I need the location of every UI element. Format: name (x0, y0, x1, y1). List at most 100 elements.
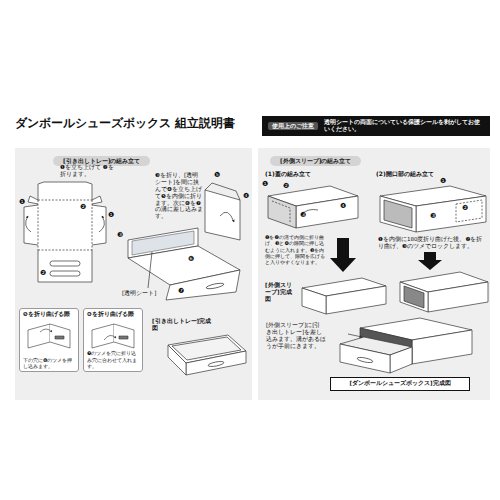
box-complete (340, 318, 472, 373)
callout-number: ❸ (430, 213, 436, 220)
step-arrow (330, 238, 356, 272)
callout-number: ❶ (19, 199, 25, 206)
tray-folding (166, 270, 240, 300)
sleeve-complete (302, 288, 326, 314)
tray-net (50, 261, 80, 266)
detail-box: ❻を折り曲げる際 ❼のツメを穴に折り込み穴に合わせて入れます。 (83, 308, 143, 372)
tray-net (92, 196, 102, 204)
tray-net (24, 182, 106, 282)
box-complete (357, 356, 373, 363)
step-note: [外側スリーブ]完成図 (265, 282, 297, 303)
tray-net (50, 271, 80, 276)
detail-sketch (28, 324, 134, 348)
callout-number: ❹ (243, 193, 249, 200)
box-heading: [ダンボールシューズボックス]完成図 (335, 380, 465, 387)
panel-ground (258, 148, 490, 400)
callout-number: ❷ (283, 183, 289, 190)
step-note: ❶を立ち上げて ❷を折ります。 (60, 164, 116, 178)
tray-folding (132, 231, 194, 255)
sleeve-opening (456, 200, 482, 222)
box-heading: [外側スリーブ]の組み立て (270, 156, 361, 166)
notice-band: 使用上のご注意透明シートの両面についている保護シールを剥がしてお使いください。 (262, 116, 490, 136)
box-body: ❼のツメを穴に折り込み穴に合わせて入れます。 (87, 350, 139, 369)
detail-sketch (104, 335, 116, 340)
tray-net (38, 182, 92, 200)
callout-number: ❸ (300, 212, 306, 219)
step-note: [引き出しトレー]完成図 (152, 318, 214, 332)
result-label: [ダンボールシューズボックス]完成図 (330, 377, 470, 391)
detail-sketch (114, 324, 134, 348)
tray-folding (206, 282, 224, 290)
sleeve-lid (272, 201, 290, 222)
sleeve-complete (400, 282, 428, 312)
tray-net (28, 196, 38, 204)
step-note: ❶を❷の溝で内側に折り曲げ、❸と❹の隙間に押し込むように入れます。❸を内側に押し… (265, 234, 325, 265)
panel-ground (83, 308, 143, 372)
tray-complete (168, 335, 246, 375)
sleeve-complete (404, 286, 424, 308)
callout-number: ❺ (214, 172, 220, 179)
step-note: (2)開口部の組み立て (376, 170, 434, 178)
tray-folding (220, 212, 234, 222)
detail-sketch (92, 324, 114, 348)
callout-number: ❷ (80, 204, 86, 211)
box-complete (340, 344, 390, 373)
sleeve-opening (416, 196, 486, 232)
callout-number: ❹ (340, 203, 346, 210)
detail-sketch (40, 329, 52, 332)
step-note: (1)蓋の組み立て (265, 170, 311, 178)
tray-net (38, 250, 92, 282)
tray-net (38, 200, 92, 250)
callout-number: ❼ (178, 288, 184, 295)
callout-number: ❸ (117, 232, 123, 239)
sleeve-lid (296, 196, 358, 228)
panel-ground (19, 308, 79, 372)
box-heading: 使用上のご注意 (268, 122, 318, 131)
callout-number: ❻ (188, 256, 194, 263)
tray-complete (208, 361, 224, 368)
step-note: [外側スリーブ]に[引き出しトレー]を差し込みます。溝があるほうが手前にきます。 (266, 322, 326, 350)
step-note: ❶を内側に180度折り曲げた後、❷を折り曲げ、❸のツメでロックします。 (378, 236, 486, 250)
panel-ground (15, 148, 252, 400)
tray-folding (205, 183, 240, 200)
section-panel: [引き出しトレー]の組み立て❺を折り曲げる際下の穴に❻のツメを押し込みます。❻を… (15, 148, 252, 400)
box-complete (412, 330, 472, 364)
tray-net (26, 216, 31, 232)
page-title: ダンボールシューズボックス 組立説明書 (15, 116, 235, 130)
sleeve-opening (384, 200, 412, 228)
detail-sketch (50, 324, 70, 348)
box-heading: ❻を折り曲げる際 (87, 311, 139, 318)
tray-complete (186, 351, 246, 375)
sleeve-lid (268, 196, 296, 228)
tray-folding (148, 252, 152, 288)
step-note: ❸を折り、[透明シート]を間に挟んで❹を立ち上げて❺を内側に折ります。次に❻を❼… (155, 172, 203, 220)
tray-complete (168, 345, 186, 375)
sleeve-lid (268, 186, 358, 228)
box-body: 透明シートの両面についている保護シールを剥がしてお使いください。 (324, 119, 484, 133)
sleeve-complete (302, 272, 488, 314)
detail-sketch (119, 336, 128, 339)
detail-sketch (28, 324, 50, 348)
section-panel: [外側スリーブ]の組み立て [ダンボールシューズボックス]完成図 (258, 148, 490, 400)
tray-net (99, 216, 104, 232)
step-note: [透明シート] (122, 290, 156, 297)
sleeve-opening (380, 196, 416, 232)
panel-ground (15, 148, 490, 400)
tray-folding (205, 190, 240, 240)
sleeve-opening (380, 186, 486, 232)
callout-number: ❶ (262, 181, 268, 188)
step-arrow (418, 252, 442, 270)
sleeve-complete (428, 282, 488, 312)
tray-net (38, 200, 92, 250)
tray-net (92, 205, 106, 245)
detail-box: ❺を折り曲げる際下の穴に❻のツメを押し込みます。 (19, 308, 79, 372)
callout-number: ❷ (462, 205, 468, 212)
box-complete (390, 347, 412, 373)
detail-sketch (55, 336, 64, 339)
callout-number: ❶ (440, 178, 446, 185)
box-heading: ❺を折り曲げる際 (23, 311, 75, 318)
callout-number: ❷ (40, 270, 46, 277)
sleeve-complete (326, 286, 386, 314)
